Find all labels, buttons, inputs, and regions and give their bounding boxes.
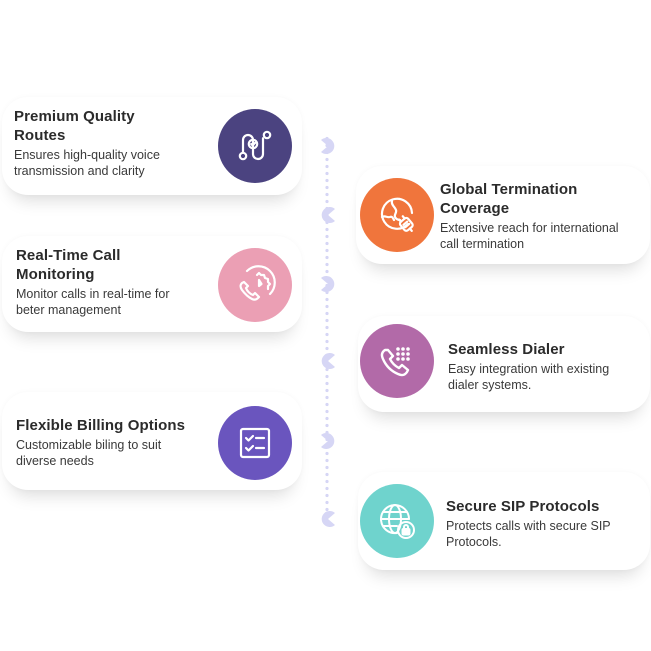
feature-description: Monitor calls in real-time for beter man… — [16, 287, 170, 317]
feature-title: Secure SIP Protocols — [446, 498, 600, 515]
feature-description: Extensive reach for international call t… — [440, 221, 619, 251]
feature-card-global-termination-coverage: Global Termination Coverage Extensive re… — [356, 166, 650, 264]
feature-title: Global Termination Coverage — [440, 181, 578, 217]
checklist-icon — [218, 406, 292, 480]
timeline-connector-icon — [321, 276, 335, 292]
phone-gear-icon — [218, 248, 292, 322]
feature-description: Ensures high-quality voice transmission … — [14, 148, 160, 178]
globe-lock-icon — [360, 484, 434, 558]
timeline-dotted-line — [325, 135, 329, 525]
feature-title: Premium Quality Routes — [14, 108, 135, 144]
feature-title: Flexible Billing Options — [16, 417, 186, 434]
feature-description: Easy integration with existing dialer sy… — [448, 362, 610, 392]
feature-title: Seamless Dialer — [448, 341, 565, 358]
feature-description: Protects calls with secure SIP Protocols… — [446, 519, 611, 549]
timeline-connector-icon — [321, 433, 335, 449]
feature-description: Customizable biling to suit diverse need… — [16, 438, 162, 468]
feature-title: Real-Time Call Monitoring — [16, 247, 121, 283]
feature-card-seamless-dialer: Seamless Dialer Easy integration with ex… — [358, 316, 650, 412]
feature-card-secure-sip-protocols: Secure SIP Protocols Protects calls with… — [358, 472, 650, 570]
timeline — [320, 135, 335, 535]
feature-card-premium-quality-routes: Premium Quality Routes Ensures high-qual… — [2, 97, 302, 195]
globe-plug-icon — [360, 178, 434, 252]
timeline-connector-icon — [321, 353, 335, 369]
timeline-connector-icon — [321, 511, 335, 527]
feature-card-real-time-call-monitoring: Real-Time Call Monitoring Monitor calls … — [2, 236, 302, 332]
phone-keypad-icon — [360, 324, 434, 398]
route-check-icon — [218, 109, 292, 183]
timeline-connector-icon — [321, 138, 335, 154]
feature-card-flexible-billing-options: Flexible Billing Options Customizable bi… — [2, 392, 302, 490]
timeline-connector-icon — [321, 207, 335, 223]
